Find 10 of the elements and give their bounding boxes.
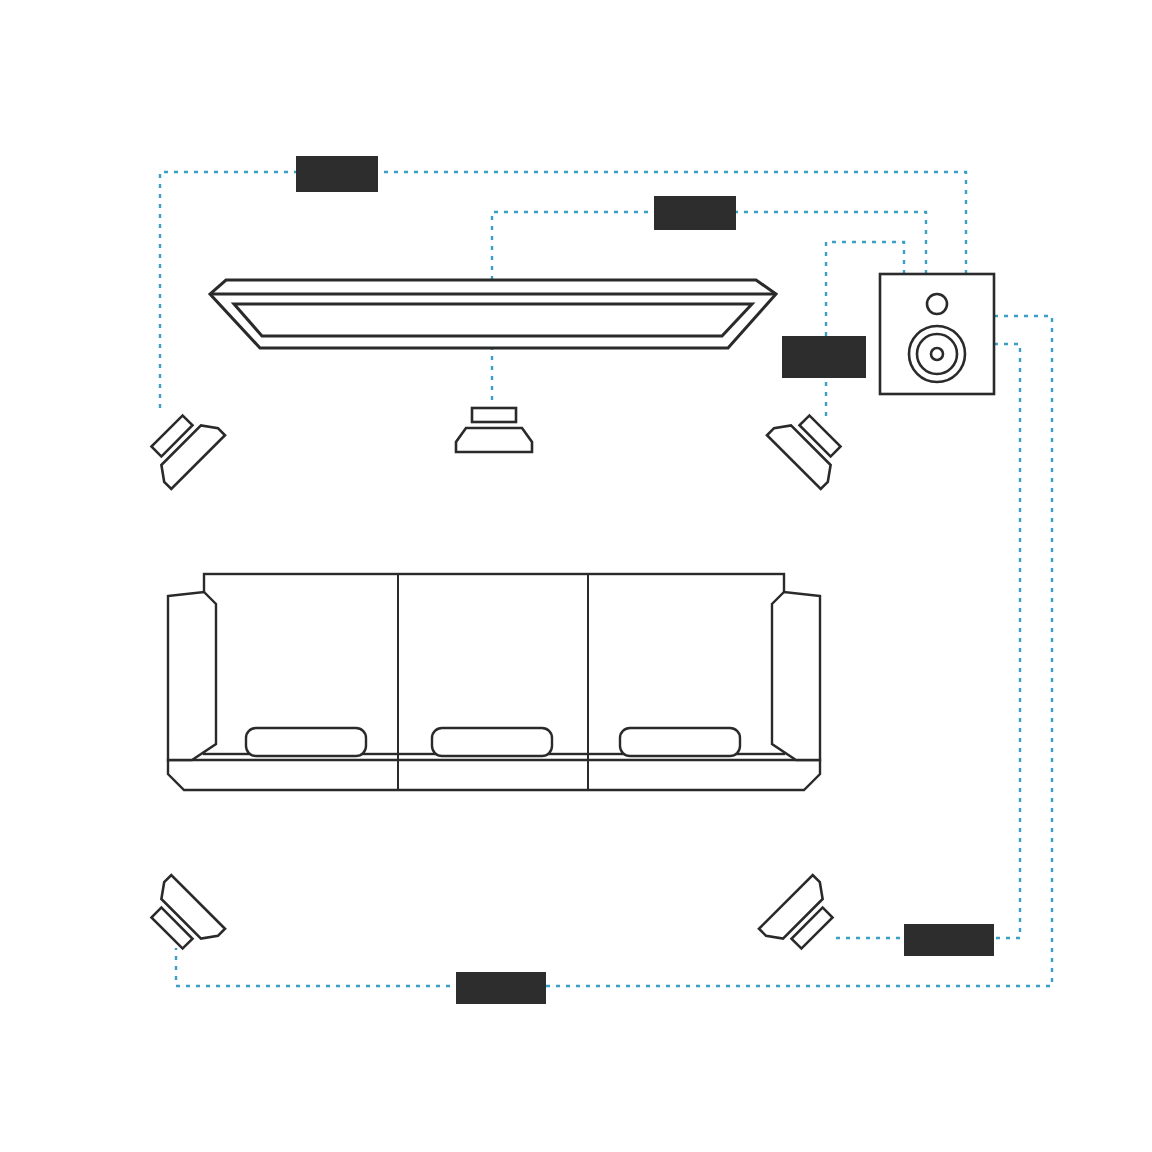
speaker-drawing — [149, 873, 227, 951]
speaker-drawing — [454, 406, 534, 454]
subwoofer-drawing — [878, 272, 996, 396]
speaker-drawing — [757, 873, 835, 951]
cable-line — [824, 240, 906, 416]
cable-line — [836, 342, 1022, 940]
speaker-drawing — [765, 413, 843, 491]
cable-line — [158, 170, 968, 412]
cable-line — [174, 314, 1054, 988]
speaker-drawing — [149, 413, 227, 491]
